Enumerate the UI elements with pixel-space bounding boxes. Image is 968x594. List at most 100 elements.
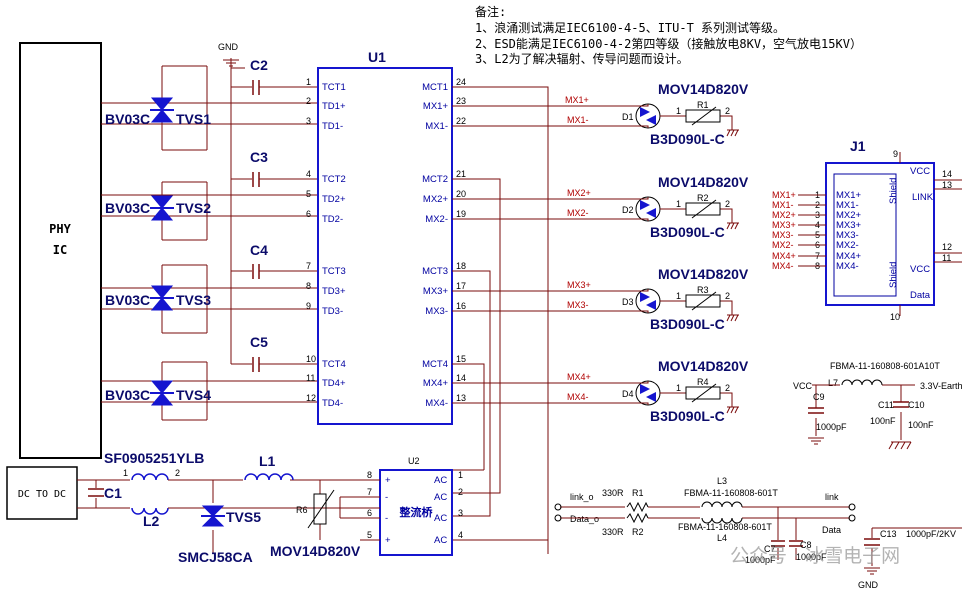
cap-c3-label: C3 xyxy=(250,149,268,165)
mov-part: MOV14D820V xyxy=(658,358,749,374)
l3-part: FBMA-11-160808-601T xyxy=(684,488,778,498)
gdt-symbol xyxy=(635,196,661,222)
u1-pin-name: MX2- xyxy=(425,214,448,225)
u2-sign: - xyxy=(385,492,388,503)
cap-c4-label: C4 xyxy=(250,242,268,258)
u2-name: 整流桥 xyxy=(399,505,434,519)
j1-pin-name: MX1- xyxy=(836,200,859,211)
u1-block xyxy=(317,67,453,425)
j1-pin-name: MX4+ xyxy=(836,251,862,262)
mov-ref: R2 xyxy=(697,193,709,203)
j1-link: LINK xyxy=(912,192,934,203)
u2-sign: + xyxy=(385,535,391,546)
u1-pin-name: MX4+ xyxy=(423,378,449,389)
u1-pin-num: 3 xyxy=(306,116,311,126)
r1-ref: R1 xyxy=(632,488,644,498)
u2-ac: AC xyxy=(434,475,447,486)
u1-ref: U1 xyxy=(368,49,386,65)
u2-pin-num: 5 xyxy=(367,530,372,540)
u1-pin-num: 22 xyxy=(456,116,466,126)
u1-pin-num: 12 xyxy=(306,393,316,403)
note-line-3: 3、L2为了解决辐射、传导问题而设计。 xyxy=(475,51,689,66)
mov-resistor xyxy=(685,386,721,400)
cap-c2-label: C2 xyxy=(250,57,268,73)
net-mx2n: MX2- xyxy=(567,208,589,218)
j1-net: MX1- xyxy=(772,200,794,210)
tvs1-symbol xyxy=(150,97,174,123)
mov-resistor xyxy=(685,109,721,123)
c11-ref: C11 xyxy=(878,400,894,410)
u1-pin-name: MX2+ xyxy=(423,194,449,205)
u1-pin-num: 4 xyxy=(306,169,311,179)
u1-pin-num: 10 xyxy=(306,354,316,364)
tvs5-ref: TVS5 xyxy=(226,509,261,525)
j1-pin-name: MX2+ xyxy=(836,210,862,221)
r2-val: 330R xyxy=(602,527,624,537)
gdt-diode xyxy=(640,384,650,394)
u1-pin-num: 5 xyxy=(306,189,311,199)
j1-side-pin: 11 xyxy=(942,253,951,263)
choke-l2-top xyxy=(131,473,169,481)
mov-pin1: 1 xyxy=(676,199,681,209)
c8-val: 1000pF xyxy=(796,552,827,562)
c7-ref: C7 xyxy=(764,544,776,554)
u1-pin-num: 16 xyxy=(456,301,466,311)
j1-side-pin: 12 xyxy=(942,242,952,252)
l2-pin2: 2 xyxy=(175,468,180,478)
gdt-symbol xyxy=(635,288,661,314)
gdt-part: B3D090L-C xyxy=(650,408,725,424)
tvs3-part: BV03C xyxy=(105,292,150,308)
c10-ref: C10 xyxy=(908,400,925,410)
j1-data: Data xyxy=(910,290,931,301)
u1-pin-num: 14 xyxy=(456,373,466,383)
j1-shield-top: Shield xyxy=(888,178,899,204)
data-label: Data xyxy=(822,525,841,535)
u1-pin-name: MCT2 xyxy=(422,174,448,185)
c1-ref: C1 xyxy=(104,485,122,501)
mov-ref: R3 xyxy=(697,285,709,295)
j1-pin-name: MX4- xyxy=(836,261,859,272)
j1-vcc-bottom: VCC xyxy=(910,264,930,275)
watermark: 公众号 · 冰雪电子网 xyxy=(730,545,900,567)
gnd-label: GND xyxy=(218,42,239,52)
j1-net: MX4- xyxy=(772,261,794,271)
r6-mov: MOV14D820V xyxy=(270,543,361,559)
u1-pin-name: TD1- xyxy=(322,121,343,132)
j1-net: MX2- xyxy=(772,240,794,250)
c9-ref: C9 xyxy=(813,392,825,402)
vcc-label: VCC xyxy=(793,381,813,391)
note-line-2: 2、ESD能满足IEC6100-4-2第四等级（接触放电8KV，空气放电15KV… xyxy=(475,36,862,51)
u2-ref: U2 xyxy=(408,456,420,466)
gdt-diode xyxy=(640,200,650,210)
j1-net: MX1+ xyxy=(772,190,796,200)
data-o-label: Data_o xyxy=(570,514,599,524)
r6-resistor xyxy=(313,493,327,525)
j1-vcc-top: VCC xyxy=(910,166,930,177)
u2-pin-num: 1 xyxy=(458,470,463,480)
c13-gnd: GND xyxy=(858,580,879,590)
dcdc-label: DC TO DC xyxy=(18,489,66,500)
l1-inductor xyxy=(244,473,294,481)
mov-part: MOV14D820V xyxy=(658,266,749,282)
gdt-diode xyxy=(640,292,650,302)
dcdc-block xyxy=(6,466,78,520)
j1-side-pin: 14 xyxy=(942,169,952,179)
u2-pin-num: 7 xyxy=(367,487,372,497)
u2-ac: AC xyxy=(434,535,447,546)
u1-pin-name: TCT4 xyxy=(322,359,346,370)
j1-ref: J1 xyxy=(850,138,866,154)
u1-pin-num: 24 xyxy=(456,77,466,87)
gdt-part: B3D090L-C xyxy=(650,131,725,147)
note-line-1: 1、浪涌测试满足IEC6100-4-5、ITU-T 系列测试等级。 xyxy=(475,20,785,35)
mov-pin1: 1 xyxy=(676,106,681,116)
u2-ac: AC xyxy=(434,513,447,524)
l3-inductor xyxy=(701,501,743,508)
u2-sign: - xyxy=(385,513,388,524)
net-mx3n: MX3- xyxy=(567,300,589,310)
mov-part: MOV14D820V xyxy=(658,81,749,97)
u1-pin-num: 9 xyxy=(306,301,311,311)
